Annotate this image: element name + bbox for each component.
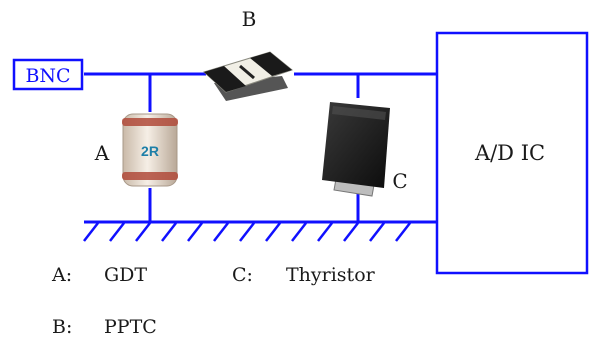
gdt-band-bottom <box>122 172 178 180</box>
ground-hatch-mark <box>395 222 411 242</box>
pptc-component <box>203 51 294 101</box>
legend-b-key: B: <box>52 316 72 338</box>
thyristor-component <box>322 102 390 197</box>
component-a-label: A <box>94 141 110 165</box>
legend-a-key: A: <box>51 264 72 286</box>
gdt-band-top <box>122 118 178 126</box>
adc-ic-box <box>435 31 589 275</box>
ground-hatch-mark <box>291 222 307 242</box>
legend: A: GDT C: Thyristor B: PPTC <box>51 264 376 338</box>
pptc-cap-right <box>250 52 292 76</box>
ground-hatching <box>83 222 411 242</box>
bnc-connector: BNC <box>12 58 84 91</box>
ground-hatch-mark <box>83 222 99 242</box>
ground-hatch-mark <box>239 222 255 242</box>
ground-hatch-mark <box>213 222 229 242</box>
gdt-marking: 2R <box>141 143 159 159</box>
adc-ic: A/D IC <box>435 31 589 275</box>
ground-hatch-mark <box>343 222 359 242</box>
ground-hatch-mark <box>317 222 333 242</box>
legend-b-value: PPTC <box>104 316 157 338</box>
component-b-label: B <box>242 7 257 31</box>
gdt-body <box>122 113 178 187</box>
legend-c-key: C: <box>232 264 253 286</box>
pptc-cap-left <box>204 66 246 92</box>
adc-ic-label: A/D IC <box>474 141 545 165</box>
legend-c-value: Thyristor <box>286 264 376 286</box>
thyristor-body <box>322 102 390 188</box>
legend-a-value: GDT <box>104 264 147 286</box>
ground-hatch-mark <box>265 222 281 242</box>
wires <box>84 72 437 224</box>
ground-hatch-mark <box>187 222 203 242</box>
ground-hatch-mark <box>161 222 177 242</box>
ground-hatch-mark <box>109 222 125 242</box>
pptc-mark <box>239 64 255 80</box>
bnc-label: BNC <box>25 65 70 87</box>
gdt-component: 2R <box>122 113 178 187</box>
thyristor-highlight <box>332 106 386 120</box>
ground-hatch-mark <box>135 222 151 242</box>
component-c-label: C <box>392 169 407 193</box>
bnc-box <box>12 58 84 91</box>
ground-hatch-mark <box>369 222 385 242</box>
